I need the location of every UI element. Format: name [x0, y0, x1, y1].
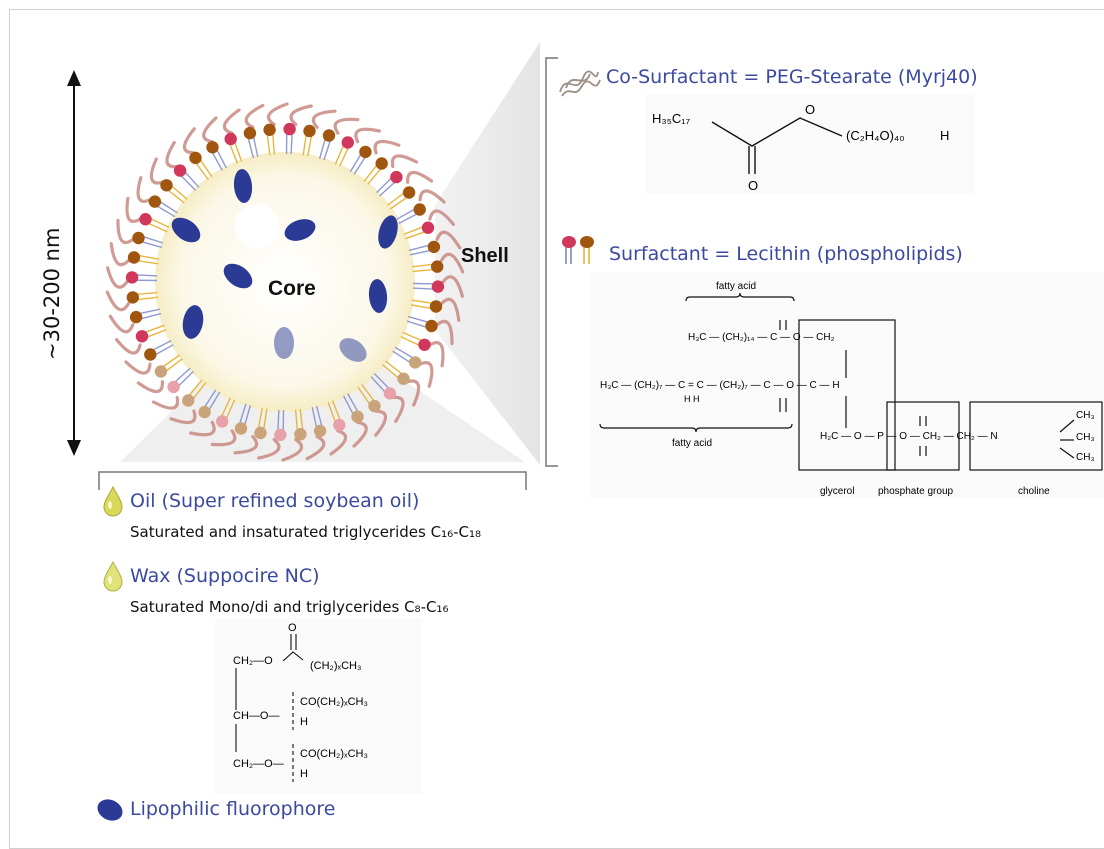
fatty-acid-bottom-label: fatty acid: [672, 438, 712, 449]
fluorophore-title: Lipophilic fluorophore: [130, 798, 335, 820]
wax-line1b: (CH₂)ₓCH₃: [310, 660, 361, 672]
methyl-2: CH₃: [1076, 432, 1095, 443]
core-label: Core: [268, 277, 316, 301]
figure-frame: ~30-200 nm Core Shell Co-Surfactant = PE…: [0, 0, 1104, 832]
oil-desc: Saturated and insaturated triglycerides …: [130, 523, 481, 541]
fluorophore-icon: [94, 795, 126, 824]
wax-drop-icon: [104, 562, 122, 591]
peg-stearate-icon: [560, 71, 600, 96]
lecithin-icon: [562, 236, 594, 264]
surfactant-title: Surfactant = Lecithin (phospholipids): [609, 243, 963, 265]
size-arrow: [67, 70, 81, 456]
lecithin-row2-h: H H: [684, 394, 700, 404]
lecithin-row2: H₃C — (CH₂)₇ — C = C — (CH₂)₇ — C — O — …: [600, 380, 840, 391]
wax-line2a: CH—O—: [233, 710, 279, 722]
wax-line2b: CO(CH₂)ₓCH₃: [300, 696, 368, 708]
shell-label: Shell: [461, 245, 509, 268]
cosurfactant-title: Co-Surfactant = PEG-Stearate (Myrj40): [606, 66, 978, 88]
choline-label: choline: [1018, 486, 1050, 497]
wax-title: Wax (Suppocire NC): [130, 565, 320, 587]
methyl-1: CH₃: [1076, 410, 1095, 421]
wax-line2h: H: [300, 716, 308, 728]
fluorophore-8: [274, 327, 294, 359]
diagram-canvas: [0, 0, 1104, 832]
phosphate-label: phosphate group: [878, 486, 953, 497]
shell-bracket: [546, 58, 558, 466]
size-label: ~30-200 nm: [40, 160, 64, 360]
lecithin-row3: H₂C — O — P — O — CH₂ — CH₂ — N: [820, 431, 998, 442]
fatty-acid-top-label: fatty acid: [716, 281, 756, 292]
lecithin-row1: H₃C — (CH₂)₁₄ — C — O — CH₂: [688, 332, 835, 343]
core-highlight: [235, 204, 279, 248]
peg-atom-o-top: O: [805, 102, 815, 117]
wax-line1a: CH₂—O: [233, 655, 273, 667]
oil-drop-icon: [104, 487, 122, 516]
peg-formula-right: (C₂H₄O)₄₀: [846, 128, 905, 143]
peg-atom-o-bottom: O: [748, 178, 758, 193]
glycerol-label: glycerol: [820, 486, 854, 497]
oil-title: Oil (Super refined soybean oil): [130, 490, 419, 512]
peg-formula-h: H: [940, 128, 949, 143]
wax-line1o: O: [288, 622, 297, 634]
wax-line3a: CH₂—O—: [233, 758, 284, 770]
methyl-3: CH₃: [1076, 452, 1095, 463]
wax-desc: Saturated Mono/di and triglycerides C₈-C…: [130, 598, 449, 616]
wax-line3b: CO(CH₂)ₓCH₃: [300, 748, 368, 760]
peg-formula-left: H₃₅C₁₇: [652, 111, 690, 126]
wax-line3h: H: [300, 768, 308, 780]
core-bracket: [99, 472, 526, 490]
